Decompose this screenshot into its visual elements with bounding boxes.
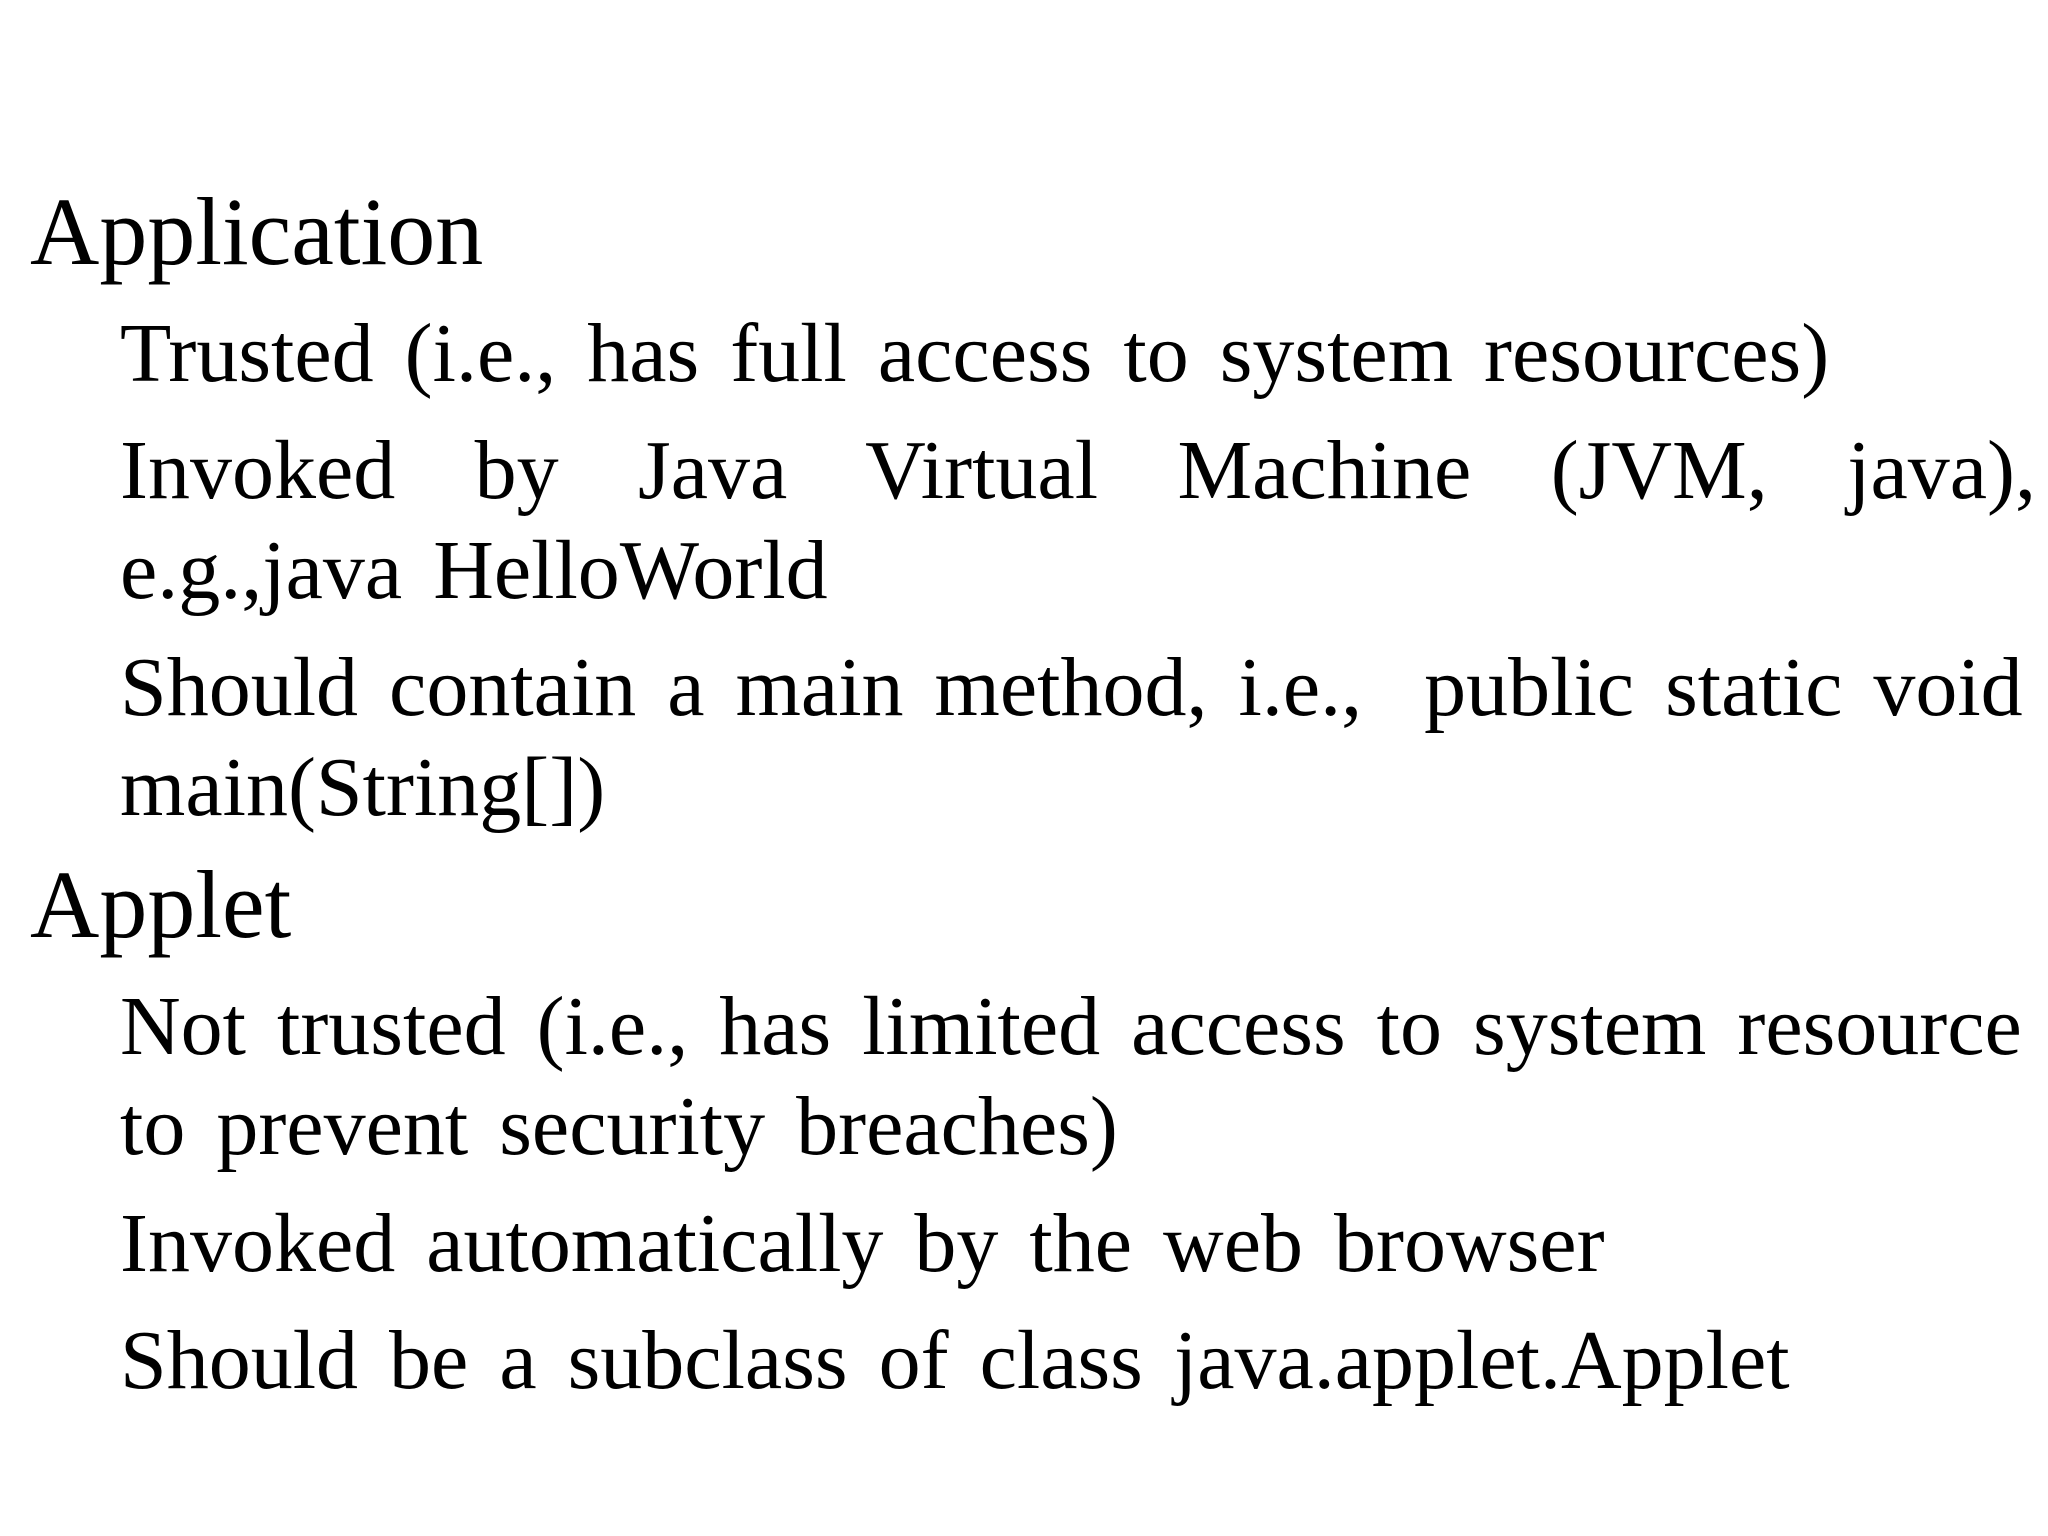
bullet-line: Should be a subclass of class java.apple… (120, 1314, 1790, 1407)
bullet-list-applet: Not trusted (i.e., has limited access to… (120, 977, 2036, 1411)
bullet-trusted: Trusted (i.e., has full access to system… (120, 304, 2036, 404)
bullet-line: main(String[]) (120, 741, 606, 834)
bullet-line: Should contain a main method, i.e., publ… (120, 641, 2023, 734)
bullet-line: Invoked automatically by the web browser (120, 1197, 1605, 1290)
bullet-list-application: Trusted (i.e., has full access to system… (120, 304, 2036, 838)
bullet-subclass: Should be a subclass of class java.apple… (120, 1311, 2036, 1411)
bullet-line: Trusted (i.e., has full access to system… (120, 307, 1830, 400)
heading-application: Application (30, 178, 484, 285)
bullet-line: to prevent security breaches) (120, 1080, 1118, 1173)
bullet-line: e.g.,java HelloWorld (120, 524, 828, 617)
section-applet: Applet Not trusted (i.e., has limited ac… (30, 850, 2036, 1411)
section-application: Application Trusted (i.e., has full acce… (30, 177, 2036, 838)
bullet-invoked-jvm: Invoked by Java Virtual Machine (JVM, ja… (120, 421, 2036, 621)
bullet-not-trusted: Not trusted (i.e., has limited access to… (120, 977, 2036, 1177)
bullet-main-method: Should contain a main method, i.e., publ… (120, 638, 2036, 838)
bullet-invoked-browser: Invoked automatically by the web browser (120, 1194, 2036, 1294)
bullet-line: Not trusted (i.e., has limited access to… (120, 980, 2022, 1073)
heading-applet: Applet (30, 851, 292, 958)
bullet-line: Invoked by Java Virtual Machine (JVM, ja… (120, 424, 2036, 517)
